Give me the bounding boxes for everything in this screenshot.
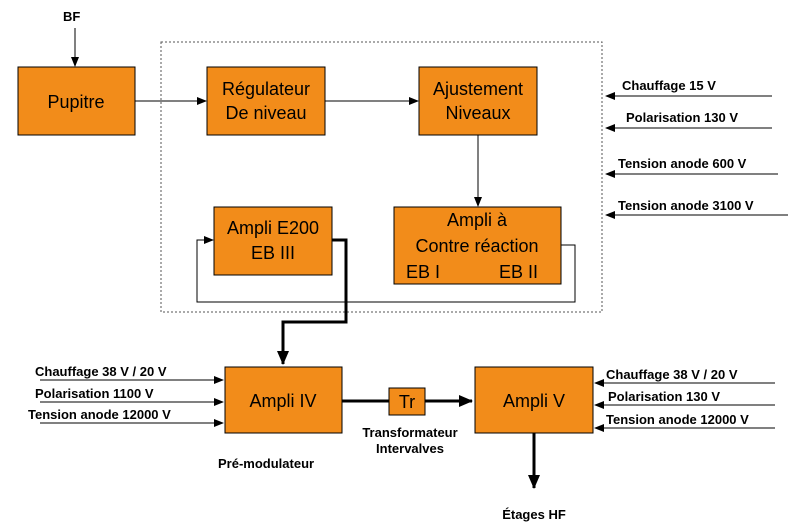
supply-iv-3: Tension anode 12000 V — [28, 407, 171, 422]
etages-hf-label: Étages HF — [502, 507, 566, 522]
ampli-contre-line1: Ampli à — [447, 210, 508, 230]
transformateur-line2: Intervalves — [376, 441, 444, 456]
supply-top-2: Polarisation 130 V — [626, 110, 738, 125]
pupitre-label: Pupitre — [47, 92, 104, 112]
supply-iv-1: Chauffage 38 V / 20 V — [35, 364, 167, 379]
supply-v-2: Polarisation 130 V — [608, 389, 720, 404]
ampli-contre-eb2: EB II — [499, 262, 538, 282]
bf-label: BF — [63, 9, 80, 24]
supply-iv-2: Polarisation 1100 V — [35, 386, 154, 401]
supply-top-3: Tension anode 600 V — [618, 156, 747, 171]
regulateur-line1: Régulateur — [222, 79, 310, 99]
block-ampli-iv: Ampli IV — [224, 366, 343, 434]
supplies-top: Chauffage 15 V Polarisation 130 V Tensio… — [605, 78, 788, 219]
ajustement-line2: Niveaux — [445, 103, 510, 123]
block-pupitre: Pupitre — [17, 66, 136, 136]
supply-top-1: Chauffage 15 V — [622, 78, 716, 93]
block-ampli-e200: Ampli E200 EB III — [213, 206, 333, 276]
ampli-contre-line2: Contre réaction — [415, 236, 538, 256]
supply-top-4: Tension anode 3100 V — [618, 198, 754, 213]
block-ampli-v: Ampli V — [474, 366, 594, 434]
pre-modulateur-label: Pré-modulateur — [218, 456, 314, 471]
ampli-e200-line1: Ampli E200 — [227, 218, 319, 238]
tr-label: Tr — [399, 392, 415, 412]
ampli-contre-eb1: EB I — [406, 262, 440, 282]
supply-v-3: Tension anode 12000 V — [606, 412, 749, 427]
arrow-e200-ampli-iv — [277, 238, 348, 365]
ampli-v-label: Ampli V — [503, 391, 565, 411]
block-ampli-contre-reaction: Ampli à Contre réaction EB I EB II — [393, 206, 562, 285]
supplies-ampli-v: Chauffage 38 V / 20 V Polarisation 130 V… — [594, 367, 775, 432]
supply-v-1: Chauffage 38 V / 20 V — [606, 367, 738, 382]
block-tr: Tr — [388, 387, 426, 416]
feedback-loop — [196, 236, 576, 303]
ajustement-line1: Ajustement — [433, 79, 523, 99]
dotted-enclosure — [160, 41, 603, 313]
ampli-iv-label: Ampli IV — [249, 391, 316, 411]
transformateur-line1: Transformateur — [362, 425, 457, 440]
block-regulateur: Régulateur De niveau — [206, 66, 326, 136]
block-ajustement: Ajustement Niveaux — [418, 66, 538, 136]
regulateur-line2: De niveau — [225, 103, 306, 123]
supplies-ampli-iv: Chauffage 38 V / 20 V Polarisation 1100 … — [28, 364, 224, 427]
ampli-e200-line2: EB III — [251, 243, 295, 263]
